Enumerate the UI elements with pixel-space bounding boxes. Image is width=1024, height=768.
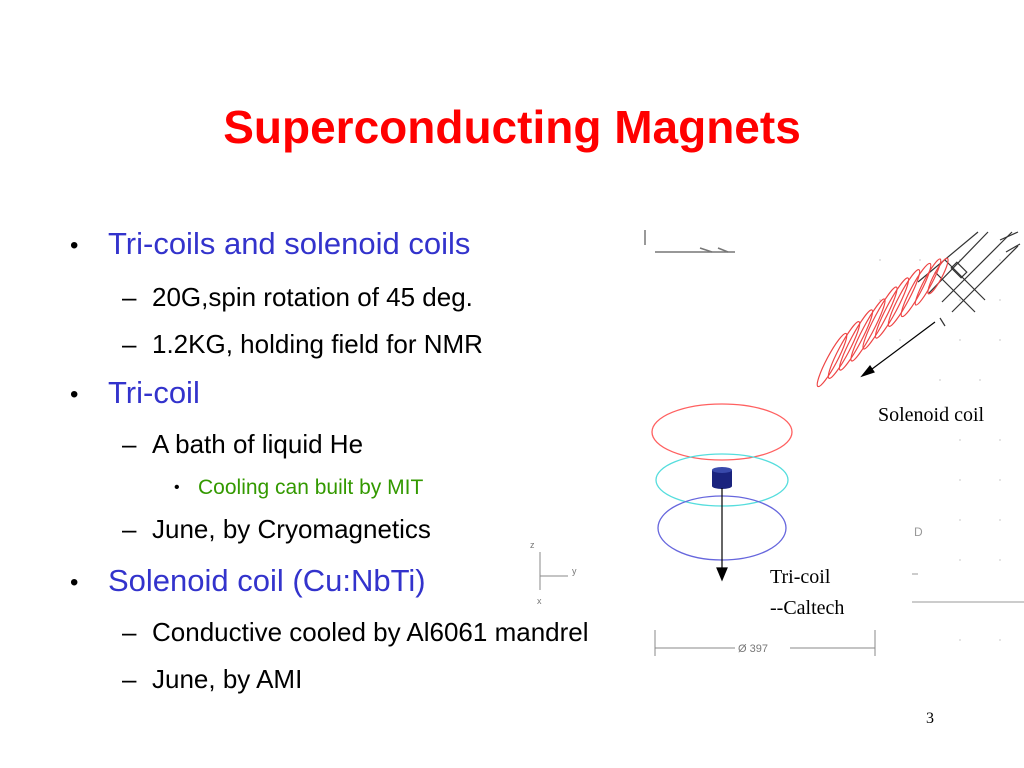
bullet-text: June, by Cryomagnetics: [152, 514, 431, 544]
cad-fragment-top: [644, 230, 735, 253]
bullet-marker: •: [70, 569, 79, 596]
page-number: 3: [926, 710, 934, 727]
cad-fragment-right: [912, 573, 1024, 603]
cad-fragment-letter: D: [914, 525, 923, 539]
dimension-text: Ø 397: [738, 643, 768, 655]
cad-grid: [879, 259, 1001, 641]
bullet-marker: –: [122, 282, 137, 312]
bullet-text: 20G,spin rotation of 45 deg.: [152, 282, 473, 312]
bullet-text: Conductive cooled by Al6061 mandrel: [152, 617, 589, 647]
tri-coil-center-cylinder: [712, 467, 732, 489]
axis-triad: [539, 552, 568, 590]
bullet-text: Tri-coil: [108, 375, 200, 410]
axis-y-label: y: [572, 566, 577, 576]
caltech-label: --Caltech: [770, 597, 845, 619]
bullet-marker: –: [122, 617, 137, 647]
solenoid-mandrel: [917, 231, 1021, 327]
slide-title: Superconducting Magnets: [223, 101, 801, 153]
solenoid-arrow: [860, 321, 936, 378]
axis-z-label: z: [530, 540, 535, 550]
bullet-marker: •: [174, 479, 180, 496]
bullet-marker: –: [122, 664, 137, 694]
magnet-diagram: z y x Ø 397 D: [530, 230, 1024, 656]
tri-coil-arrow: [716, 488, 728, 582]
bullet-text: Cooling can built by MIT: [198, 476, 424, 499]
bullet-marker: –: [122, 514, 137, 544]
tri-coil-top-ring: [651, 403, 793, 461]
bullet-marker: –: [122, 429, 137, 459]
bullet-text: 1.2KG, holding field for NMR: [152, 329, 483, 359]
bullet-text: Tri-coils and solenoid coils: [108, 226, 471, 261]
solenoid-coil-windings: [816, 257, 949, 388]
bullet-text: June, by AMI: [152, 664, 303, 694]
dimension-line: [654, 630, 876, 656]
bullet-text: Solenoid coil (Cu:NbTi): [108, 563, 426, 598]
bullet-marker: •: [70, 232, 79, 259]
tri-coil-label: Tri-coil: [770, 566, 831, 588]
bullet-text: A bath of liquid He: [152, 429, 364, 459]
axis-x-label: x: [537, 596, 542, 606]
solenoid-coil-label: Solenoid coil: [878, 404, 985, 426]
bullet-marker: –: [122, 329, 137, 359]
bullet-marker: •: [70, 381, 79, 408]
